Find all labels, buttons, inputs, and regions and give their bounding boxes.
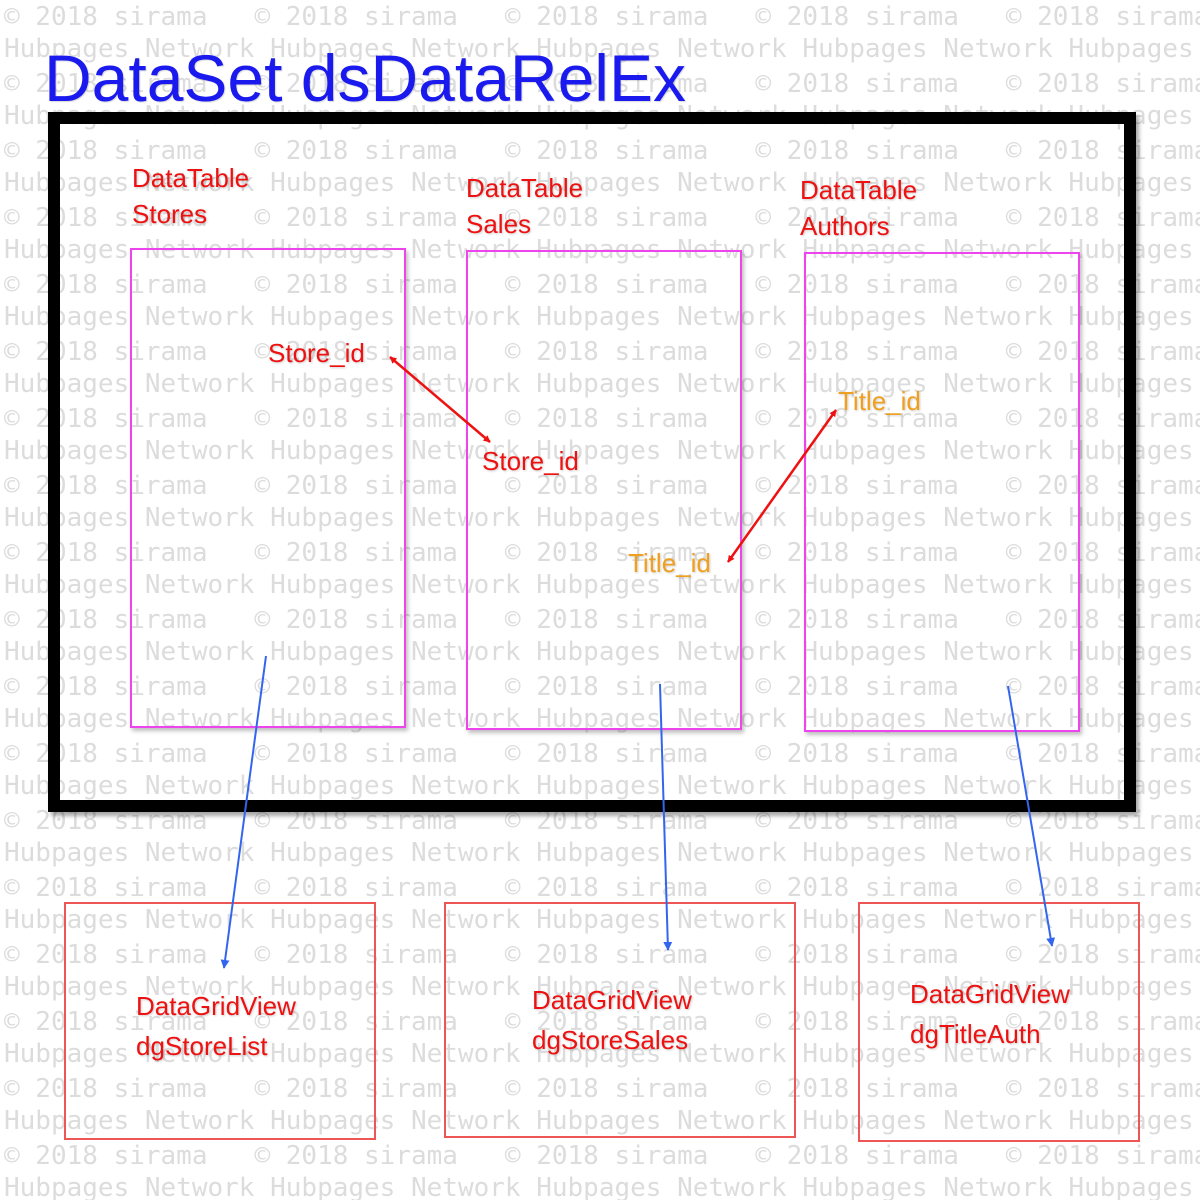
datatable-authors-caption-line1: DataTable [800, 175, 918, 205]
watermark-copyright-line: © 2018 sirama © 2018 sirama © 2018 siram… [4, 404, 1200, 434]
watermark-network-line: Hubpages Network Hubpages Network Hubpag… [4, 168, 1194, 198]
watermark-copyright-line: © 2018 sirama © 2018 sirama © 2018 siram… [4, 672, 1200, 702]
watermark-copyright-line: © 2018 sirama © 2018 sirama © 2018 siram… [4, 69, 1200, 99]
datatable-stores-caption: DataTable Stores [132, 160, 249, 232]
watermark-network-line: Hubpages Network Hubpages Network Hubpag… [4, 369, 1194, 399]
datatable-sales-caption: DataTable Sales [466, 170, 583, 242]
watermark-copyright-line: © 2018 sirama © 2018 sirama © 2018 siram… [4, 1141, 1200, 1171]
watermark-copyright-line: © 2018 sirama © 2018 sirama © 2018 siram… [4, 270, 1200, 300]
datagridview-titleauth-box [858, 902, 1140, 1142]
sales-store-id-field: Store_id [482, 446, 579, 476]
datagridview-storesales-box [444, 902, 796, 1138]
watermark-network-line: Hubpages Network Hubpages Network Hubpag… [4, 436, 1194, 466]
sales-title-id-field: Title_id [628, 548, 711, 578]
stores-store-id-field: Store_id [268, 338, 365, 368]
datatable-stores-caption-line1: DataTable [132, 163, 250, 193]
datatable-authors-caption-line2: Authors [800, 211, 890, 241]
dataset-frame [48, 112, 1136, 812]
watermark-copyright-line: © 2018 sirama © 2018 sirama © 2018 siram… [4, 1074, 1200, 1104]
datagridview-storesales-caption-line2: dgStoreSales [532, 1025, 689, 1055]
watermark-copyright-line: © 2018 sirama © 2018 sirama © 2018 siram… [4, 873, 1200, 903]
datagridview-titleauth-caption-line1: DataGridView [910, 979, 1070, 1009]
watermark-network-line: Hubpages Network Hubpages Network Hubpag… [4, 34, 1194, 64]
datagridview-storesales-caption: DataGridView dgStoreSales [532, 980, 692, 1060]
datagridview-storelist-box [64, 902, 376, 1140]
watermark-network-line: Hubpages Network Hubpages Network Hubpag… [4, 1039, 1194, 1069]
watermark-network-line: Hubpages Network Hubpages Network Hubpag… [4, 302, 1194, 332]
watermark-copyright-line: © 2018 sirama © 2018 sirama © 2018 siram… [4, 203, 1200, 233]
watermark-copyright-line: © 2018 sirama © 2018 sirama © 2018 siram… [4, 2, 1200, 32]
watermark-network-line: Hubpages Network Hubpages Network Hubpag… [4, 1106, 1194, 1136]
watermark-copyright-line: © 2018 sirama © 2018 sirama © 2018 siram… [4, 136, 1200, 166]
datagridview-storelist-caption-line2: dgStoreList [136, 1031, 268, 1061]
watermark-network-line: Hubpages Network Hubpages Network Hubpag… [4, 503, 1194, 533]
datatable-stores-box [130, 248, 406, 728]
datatable-authors-box [804, 252, 1080, 732]
watermark-copyright-line: © 2018 sirama © 2018 sirama © 2018 siram… [4, 1007, 1200, 1037]
watermark-network-line: Hubpages Network Hubpages Network Hubpag… [4, 838, 1194, 868]
datatable-authors-caption: DataTable Authors [800, 172, 917, 244]
dataset-title: DataSet dsDataRelEx [44, 41, 686, 115]
datatable-sales-box [466, 250, 742, 730]
datatable-sales-caption-line2: Sales [466, 209, 532, 239]
watermark-copyright-line: © 2018 sirama © 2018 sirama © 2018 siram… [4, 337, 1200, 367]
watermark-network-line: Hubpages Network Hubpages Network Hubpag… [4, 1173, 1194, 1200]
authors-title-id-field: Title_id [838, 386, 921, 416]
datagridview-titleauth-caption: DataGridView dgTitleAuth [910, 974, 1070, 1054]
watermark-copyright-line: © 2018 sirama © 2018 sirama © 2018 siram… [4, 940, 1200, 970]
datatable-stores-caption-line2: Stores [132, 199, 208, 229]
datatable-sales-caption-line1: DataTable [466, 173, 584, 203]
datagridview-storelist-caption-line1: DataGridView [136, 991, 296, 1021]
datagridview-titleauth-caption-line2: dgTitleAuth [910, 1019, 1041, 1049]
datagridview-storesales-caption-line1: DataGridView [532, 985, 692, 1015]
datagridview-storelist-caption: DataGridView dgStoreList [136, 986, 296, 1066]
